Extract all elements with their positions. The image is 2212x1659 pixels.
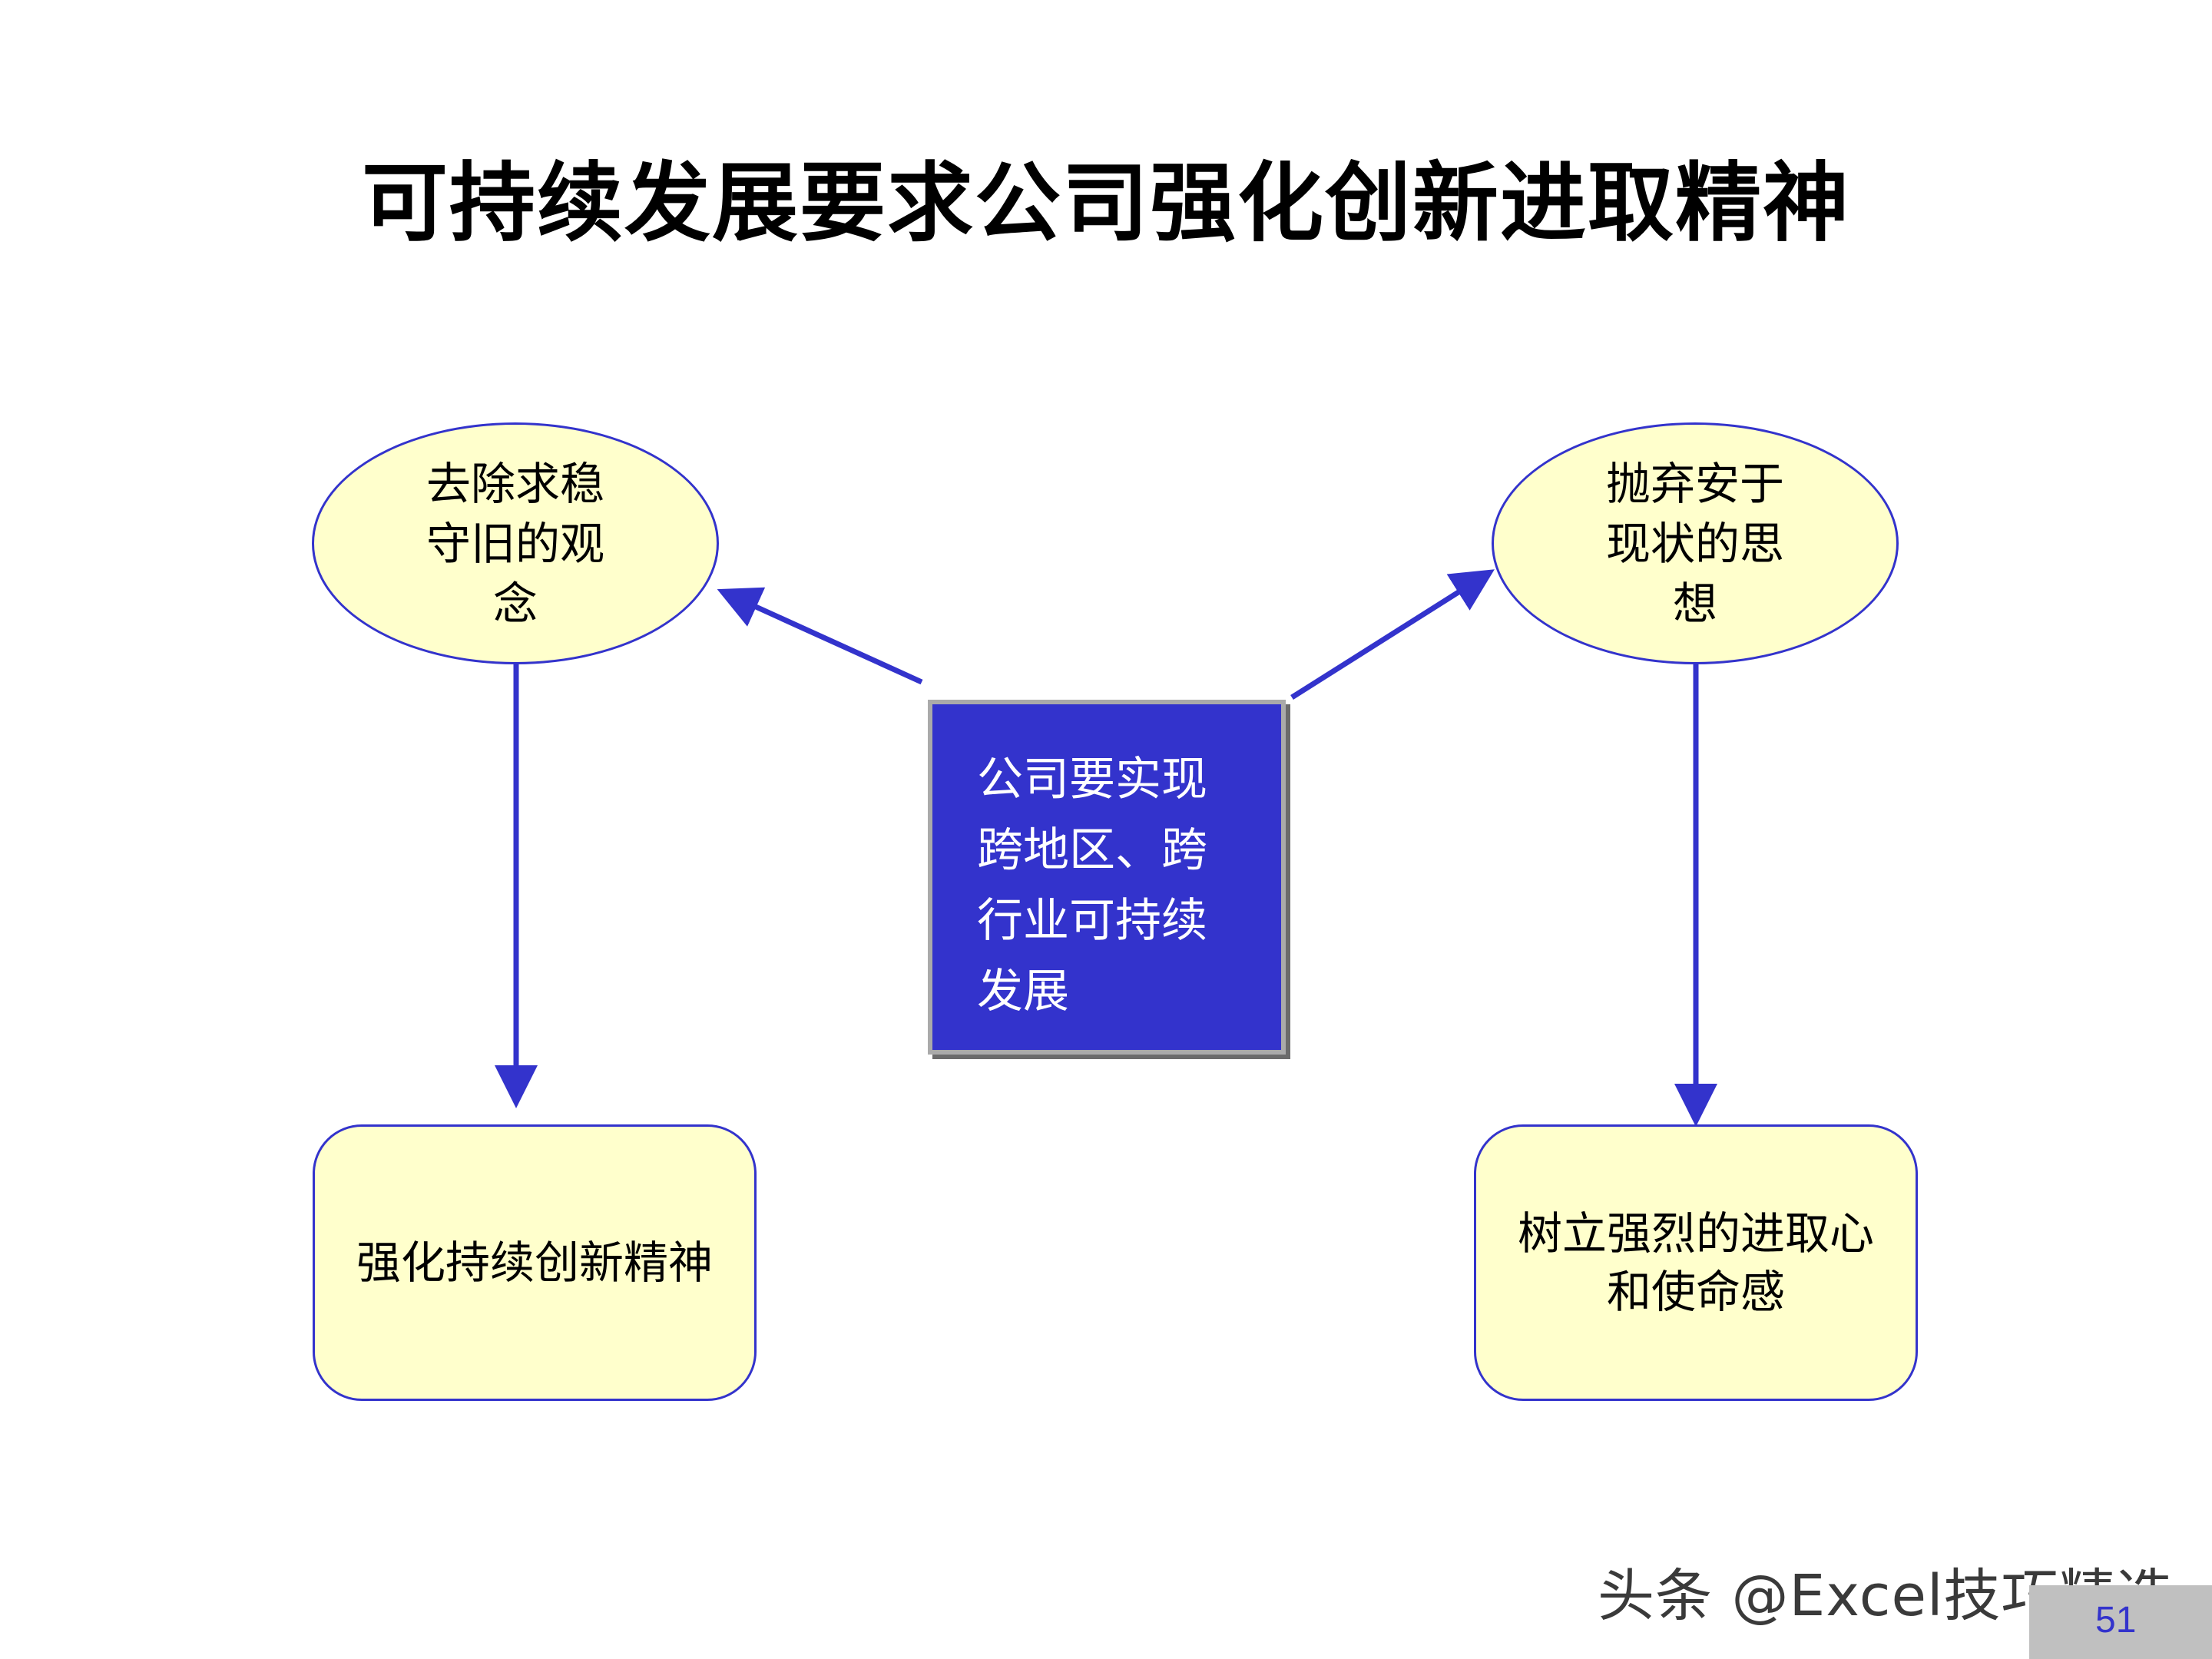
- left-box-label: 强化持续创新精神: [356, 1237, 713, 1289]
- left-box-node: 强化持续创新精神: [313, 1124, 757, 1401]
- slide-title: 可持续发展要求公司强化创新进取精神: [362, 154, 1850, 253]
- arrow-center-to-left-ellipse: [717, 587, 923, 685]
- arrow-center-to-right-ellipse: [1290, 569, 1495, 700]
- left-ellipse-node: 去除求稳守旧的观念: [312, 422, 719, 664]
- right-ellipse-label: 抛弃安于现状的思想: [1605, 457, 1784, 630]
- right-box-node: 树立强烈的进取心和使命感: [1474, 1124, 1918, 1401]
- page-number: 51: [2095, 1600, 2137, 1641]
- right-ellipse-node: 抛弃安于现状的思想: [1492, 422, 1899, 664]
- page-number-tab: [2029, 1585, 2212, 1659]
- center-box: 公司要实现跨地区、跨行业可持续发展: [928, 700, 1286, 1055]
- center-box-label: 公司要实现跨地区、跨行业可持续发展: [977, 753, 1207, 1018]
- left-ellipse-label: 去除求稳守旧的观念: [426, 457, 604, 630]
- right-box-label: 树立强烈的进取心和使命感: [1517, 1207, 1874, 1318]
